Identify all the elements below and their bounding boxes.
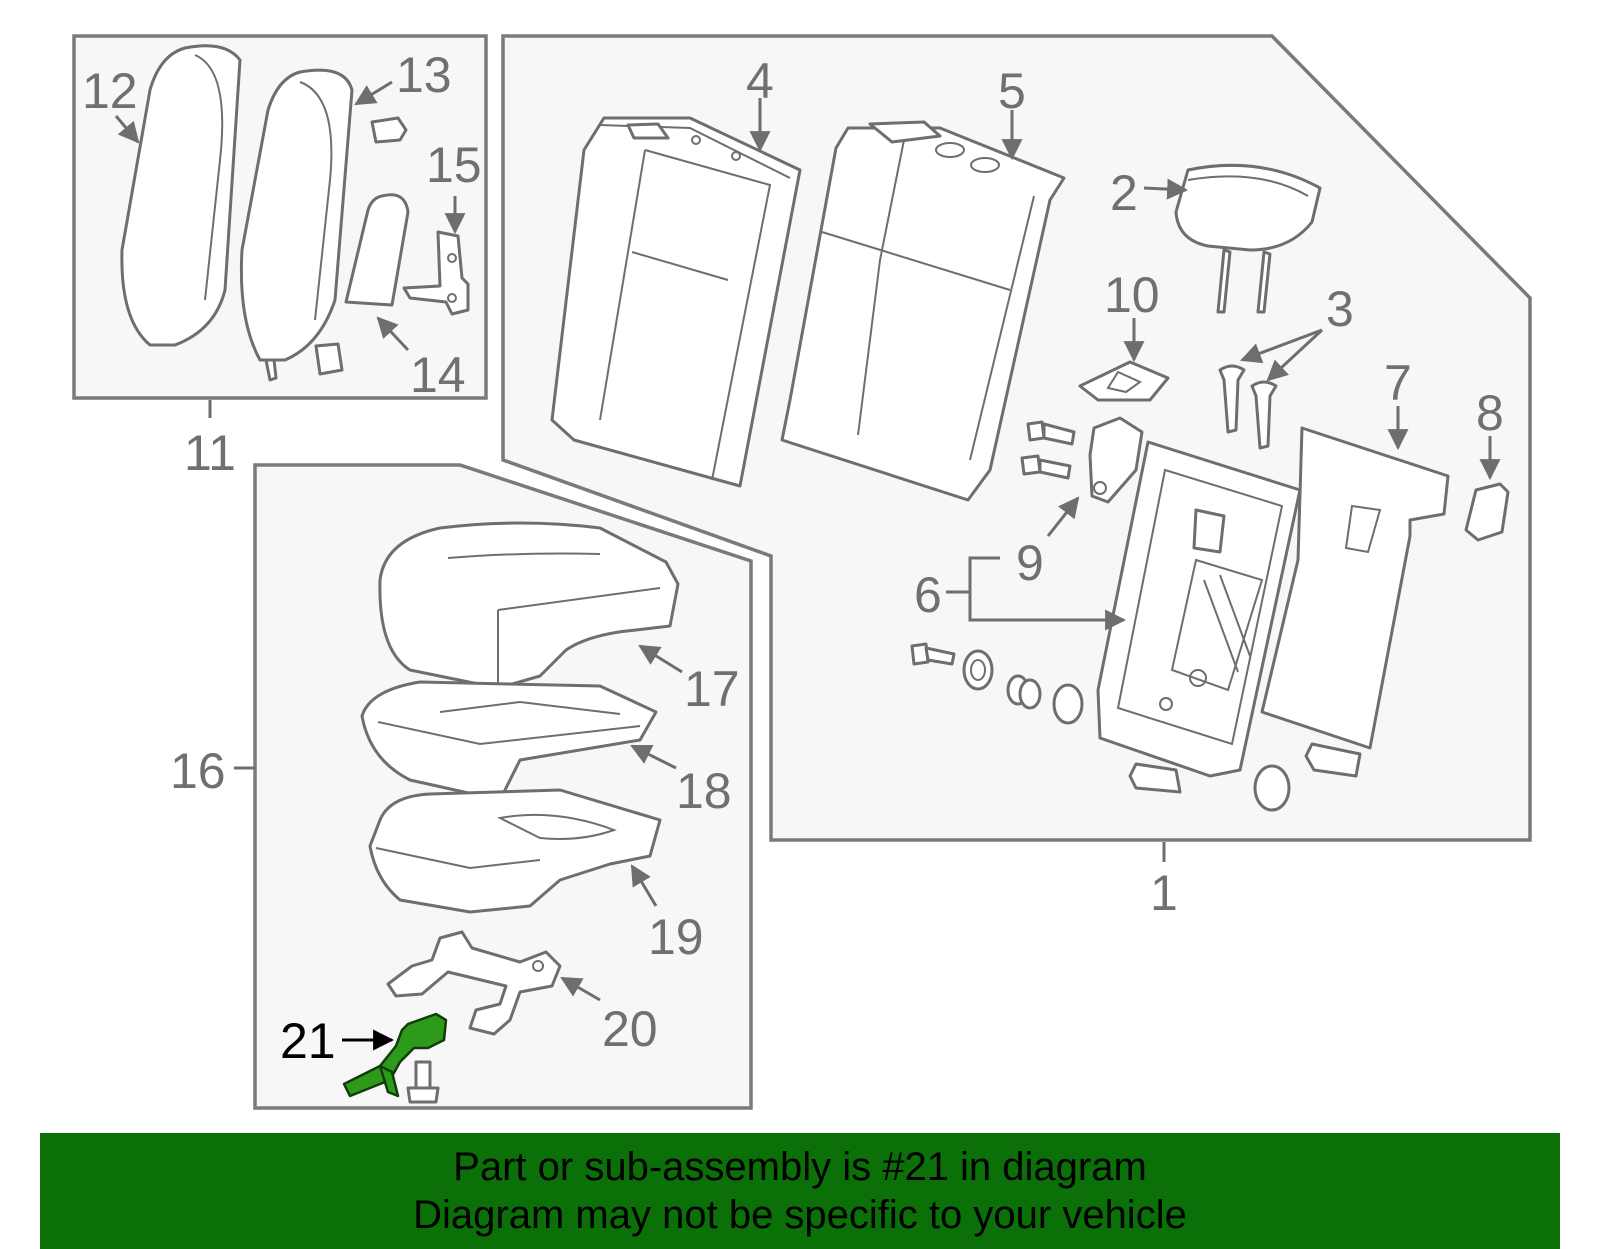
callout-3: 3 bbox=[1326, 281, 1354, 337]
callout-17: 17 bbox=[684, 661, 740, 717]
leader-2 bbox=[1143, 178, 1189, 200]
callout-20: 20 bbox=[602, 1001, 658, 1057]
leader-18 bbox=[630, 744, 677, 770]
callout-10: 10 bbox=[1104, 267, 1160, 323]
callout-4: 4 bbox=[746, 53, 774, 109]
callout-19: 19 bbox=[648, 909, 704, 965]
callout-1: 1 bbox=[1150, 865, 1178, 921]
callout-8: 8 bbox=[1476, 385, 1504, 441]
callout-11: 11 bbox=[184, 425, 236, 481]
leader-6 bbox=[968, 556, 1127, 631]
banner-line-1: Part or sub-assembly is #21 in diagram bbox=[453, 1145, 1147, 1189]
callout-12: 12 bbox=[82, 63, 138, 119]
callout-7: 7 bbox=[1384, 355, 1412, 411]
latch-part-9 bbox=[1088, 416, 1144, 504]
highlighted-bracket-part-21 bbox=[342, 1012, 448, 1098]
back-panel-part-7 bbox=[1260, 426, 1450, 750]
callout-5: 5 bbox=[998, 63, 1026, 119]
bolt-part bbox=[406, 1060, 440, 1104]
callout-16: 16 bbox=[170, 743, 226, 799]
seatback-cover-part-4 bbox=[550, 116, 802, 488]
callout-21: 21 bbox=[280, 1013, 336, 1069]
callout-18: 18 bbox=[676, 763, 732, 819]
armrest-cover-part-12 bbox=[120, 44, 242, 347]
callout-6: 6 bbox=[914, 567, 942, 623]
cushion-pad-part-18 bbox=[360, 680, 658, 802]
armrest-latch-part bbox=[370, 116, 408, 144]
armrest-frame-part-13 bbox=[239, 68, 354, 382]
hinge-bracket-part-15 bbox=[402, 230, 470, 316]
cushion-cover-part-17 bbox=[378, 521, 680, 690]
washers-part bbox=[910, 642, 1291, 812]
cushion-frame-part-19 bbox=[368, 788, 662, 914]
callout-13: 13 bbox=[396, 47, 452, 103]
seatback-pad-part-5 bbox=[780, 120, 1066, 502]
latch-cover-part-10 bbox=[1078, 360, 1170, 402]
brackets-part bbox=[1128, 742, 1362, 794]
leader-13 bbox=[354, 80, 393, 106]
leader-9 bbox=[1046, 496, 1080, 537]
headrest-guides-part-3 bbox=[1218, 364, 1278, 450]
leader-3b bbox=[1266, 328, 1324, 382]
part-info-banner: Part or sub-assembly is #21 in diagram D… bbox=[40, 1133, 1560, 1249]
bolts-part bbox=[1020, 420, 1076, 480]
callout-14: 14 bbox=[410, 347, 466, 403]
callout-9: 9 bbox=[1016, 535, 1044, 591]
callout-2: 2 bbox=[1110, 165, 1138, 221]
cushion-bracket-part-20 bbox=[386, 930, 562, 1036]
trim-clip-part-8 bbox=[1464, 482, 1510, 542]
armrest-pad-part-14 bbox=[344, 193, 410, 307]
leader-3a bbox=[1240, 328, 1323, 364]
leader-14 bbox=[376, 316, 410, 352]
leader-19 bbox=[630, 864, 658, 907]
clip-part bbox=[314, 342, 344, 376]
leader-12 bbox=[114, 115, 140, 144]
leader-17 bbox=[638, 644, 683, 674]
leader-20 bbox=[560, 976, 601, 1002]
headrest-part-2 bbox=[1174, 163, 1322, 314]
callout-15: 15 bbox=[426, 137, 482, 193]
banner-line-2: Diagram may not be specific to your vehi… bbox=[413, 1193, 1187, 1237]
